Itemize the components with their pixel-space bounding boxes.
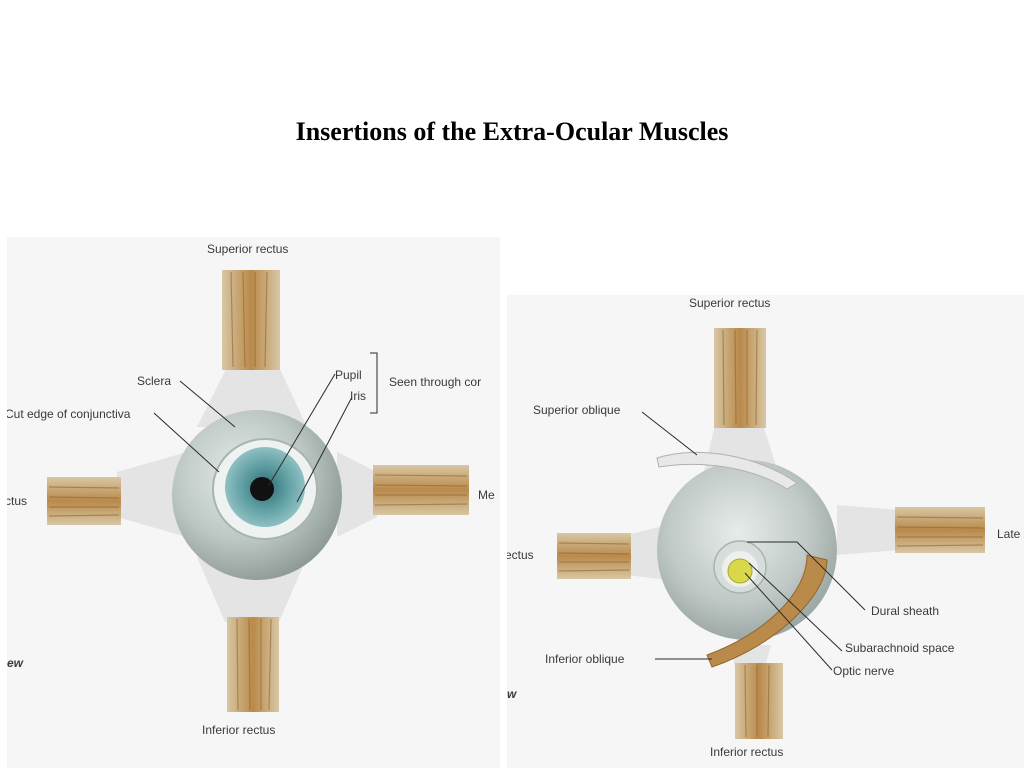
inferior-oblique-muscle (706, 554, 828, 668)
label-superior-oblique: Superior oblique (533, 403, 621, 417)
label-superior-rectus: Superior rectus (207, 242, 288, 256)
slide-title: Insertions of the Extra-Ocular Muscles (295, 117, 729, 146)
lateral-rectus-muscle (47, 477, 121, 525)
label-lateral-rectus: Late (997, 527, 1021, 541)
tendon-superior (197, 367, 307, 427)
inferior-rectus-muscle (227, 617, 279, 712)
label-optic-nerve: Optic nerve (833, 664, 895, 678)
label-seen-through: Seen through cor (389, 375, 481, 389)
label-pupil: Pupil (335, 368, 362, 382)
inferior-rectus-muscle (735, 663, 783, 739)
label-superior-rectus: Superior rectus (689, 296, 770, 310)
superior-oblique-tendon (656, 451, 798, 490)
label-cut-edge: Cut edge of conjunctiva (7, 407, 131, 421)
label-sclera: Sclera (137, 374, 171, 388)
label-inferior-oblique: Inferior oblique (545, 652, 625, 666)
tendon-lateral (837, 505, 899, 555)
pupil (250, 477, 274, 501)
superior-rectus-muscle (222, 270, 280, 370)
label-inferior-rectus: Inferior rectus (710, 745, 783, 759)
label-view: w (507, 687, 517, 701)
superior-rectus-muscle (714, 328, 766, 428)
label-medial-rectus: Me (478, 488, 495, 502)
label-inferior-rectus: Inferior rectus (202, 723, 275, 737)
optic-nerve (727, 558, 753, 584)
tendon-right (337, 452, 377, 537)
posterior-view-illustration: Superior rectus Superior oblique Late ec… (507, 295, 1024, 768)
lateral-rectus-muscle (895, 507, 985, 553)
anterior-view-illustration: Superior rectus Sclera Pupil Iris Seen t… (7, 237, 500, 768)
label-medial-rectus: ectus (507, 548, 534, 562)
label-subarachnoid-space: Subarachnoid space (845, 641, 955, 655)
label-dural-sheath: Dural sheath (871, 604, 939, 618)
tendon-left (117, 452, 187, 537)
tendon-medial (627, 525, 667, 580)
medial-rectus-muscle (373, 465, 469, 515)
label-lateral-rectus: ctus (7, 494, 27, 508)
label-iris: Iris (350, 389, 366, 403)
medial-rectus-muscle (557, 533, 631, 579)
label-view: ew (7, 656, 24, 670)
